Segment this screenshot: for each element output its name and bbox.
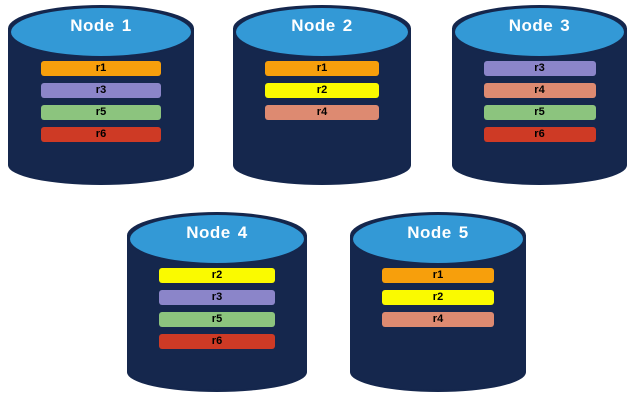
database-node-1[interactable]: Node 1 r1 r3 r5 r6 (8, 5, 194, 185)
replica-bar-r5[interactable]: r5 (41, 105, 161, 120)
node-title-label: Node (291, 16, 336, 35)
node-title-label: Node (70, 16, 115, 35)
cylinder-top-ellipse (234, 6, 410, 58)
node-title: Node 3 (452, 16, 627, 36)
replica-list: r2 r3 r5 r6 (127, 268, 307, 349)
replica-bar-r3[interactable]: r3 (159, 290, 275, 305)
cylinder-top-ellipse (453, 6, 626, 58)
replica-bar-r2[interactable]: r2 (265, 83, 379, 98)
replica-bar-r2[interactable]: r2 (159, 268, 275, 283)
replica-list: r1 r2 r4 (350, 268, 526, 327)
replica-bar-r6[interactable]: r6 (159, 334, 275, 349)
database-node-5[interactable]: Node 5 r1 r2 r4 (350, 212, 526, 392)
replica-bar-r5[interactable]: r5 (483, 105, 596, 120)
replica-bar-r6[interactable]: r6 (41, 127, 161, 142)
node-title-number: 4 (237, 223, 248, 242)
replica-list: r1 r3 r5 r6 (8, 61, 194, 142)
node-title: Node 4 (127, 223, 307, 243)
cylinder-top-ellipse (351, 213, 525, 265)
node-title-label: Node (407, 223, 452, 242)
replica-bar-r5[interactable]: r5 (159, 312, 275, 327)
replica-list: r1 r2 r4 (233, 61, 411, 120)
replica-bar-r3[interactable]: r3 (41, 83, 161, 98)
replica-bar-r1[interactable]: r1 (381, 268, 495, 283)
cylinder-top-ellipse (128, 213, 306, 265)
replica-bar-r3[interactable]: r3 (483, 61, 596, 76)
node-title-number: 5 (458, 223, 469, 242)
replica-bar-r1[interactable]: r1 (265, 61, 379, 76)
node-title-number: 3 (560, 16, 571, 35)
database-node-4[interactable]: Node 4 r2 r3 r5 r6 (127, 212, 307, 392)
replica-bar-r6[interactable]: r6 (483, 127, 596, 142)
replica-bar-r4[interactable]: r4 (265, 105, 379, 120)
replica-bar-r1[interactable]: r1 (41, 61, 161, 76)
node-title-number: 1 (121, 16, 132, 35)
replica-bar-r4[interactable]: r4 (381, 312, 495, 327)
node-title: Node 5 (350, 223, 526, 243)
replica-bar-r2[interactable]: r2 (381, 290, 495, 305)
replica-list: r3 r4 r5 r6 (452, 61, 627, 142)
database-node-2[interactable]: Node 2 r1 r2 r4 (233, 5, 411, 185)
cylinder-top-ellipse (9, 6, 193, 58)
node-title-label: Node (508, 16, 554, 35)
node-title: Node 1 (8, 16, 194, 36)
node-title-label: Node (186, 223, 231, 242)
node-title-number: 2 (342, 16, 353, 35)
replica-bar-r4[interactable]: r4 (483, 83, 596, 98)
node-title: Node 2 (233, 16, 411, 36)
database-node-3[interactable]: Node 3 r3 r4 r5 r6 (452, 5, 627, 185)
